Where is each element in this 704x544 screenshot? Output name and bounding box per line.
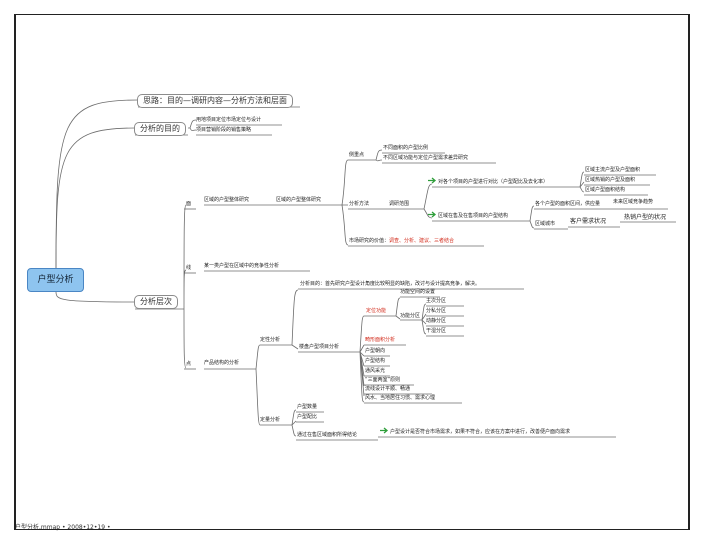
dian-item-4[interactable]: 通风采光 bbox=[365, 368, 386, 374]
topic-levels[interactable]: 分析层次 bbox=[134, 295, 178, 309]
xian-item[interactable]: 某一类户型在区域中的竞争性分析 bbox=[204, 263, 280, 269]
zone-1[interactable]: 主次分区 bbox=[426, 298, 447, 304]
survey-b[interactable]: 区域在售及在售项目的户型结构 bbox=[438, 213, 509, 219]
survey-a-item-1[interactable]: 区域主流户型及户型面积 bbox=[585, 167, 641, 173]
footer-filename: 户型分析.mmap • 2008•12•19 • bbox=[15, 524, 111, 531]
topic-purpose[interactable]: 分析的目的 bbox=[134, 122, 186, 136]
mian-value-red: 调查、分析、建议、三者结合 bbox=[389, 238, 455, 244]
survey-b-2[interactable]: 区域城市 bbox=[535, 221, 556, 227]
dian-item-5[interactable]: “三面两室”原则 bbox=[365, 377, 401, 383]
observe-item-1[interactable]: 不同面积的户型比例 bbox=[383, 145, 429, 151]
zone-2[interactable]: 分私分区 bbox=[426, 308, 447, 314]
quant-item-2[interactable]: 户型配比 bbox=[297, 414, 318, 420]
green-arrow-icon bbox=[428, 177, 437, 184]
mian-regional-research[interactable]: 区域的户型整体研究 bbox=[204, 197, 250, 203]
zone-3[interactable]: 动静分区 bbox=[426, 318, 447, 324]
zone-4[interactable]: 干湿分区 bbox=[426, 328, 447, 334]
survey-b-1-item[interactable]: 未来区域竞争趋势 bbox=[613, 199, 654, 205]
purpose-item-1[interactable]: 用地项目定位市场定位与设计 bbox=[196, 117, 262, 123]
dian-item-3[interactable]: 户型结构 bbox=[365, 358, 386, 364]
green-arrow-icon bbox=[380, 427, 389, 434]
dian-purpose-text[interactable]: 分析目的：首先研究户型设计角度比较明显的缺陷，改讨与设计提高竞争，解决。 bbox=[300, 281, 481, 287]
level-dian[interactable]: 点 bbox=[186, 361, 192, 367]
quant-c[interactable]: 通过在售区域面积所得结论 bbox=[297, 432, 358, 438]
mian-value[interactable]: 市场研究的价值：调查、分析、建议、三者结合 bbox=[349, 238, 454, 245]
dian-item-1[interactable]: 畸形面积分析 bbox=[365, 337, 396, 343]
quant-item-1[interactable]: 户型数量 bbox=[297, 404, 318, 410]
dian-def-sub-1[interactable]: 功能空间的设置 bbox=[400, 289, 436, 295]
dian-product-analysis[interactable]: 产品结构的分析 bbox=[204, 360, 240, 366]
quant-c-item[interactable]: 户型设计是否符合市场需求，如果不符合，应该在方案中进行，改善便户面向需求 bbox=[390, 429, 571, 435]
topic-idea[interactable]: 思路：目的—调研内容—分析方法和层面 bbox=[137, 94, 293, 108]
dian-item-7[interactable]: 风水、当地居住习惯、需求心理 bbox=[365, 395, 436, 401]
purpose-item-2[interactable]: 项目营销阶段的销售策略 bbox=[196, 127, 252, 133]
dian-building-analysis[interactable]: 楼盘户型项目分析 bbox=[299, 344, 340, 350]
mian-survey[interactable]: 调研范围 bbox=[389, 201, 410, 207]
survey-b-1[interactable]: 各个户型的面积区间，供应量 bbox=[535, 201, 601, 207]
central-topic[interactable]: 户型分析 bbox=[27, 268, 84, 292]
dian-quant[interactable]: 定量分析 bbox=[260, 417, 281, 423]
dian-def-sub-2[interactable]: 功能分区 bbox=[400, 313, 421, 319]
observe-item-2[interactable]: 不同区域功能与定位户型需求差异研究 bbox=[383, 155, 469, 161]
level-mian[interactable]: 面 bbox=[186, 201, 192, 207]
dian-qual[interactable]: 定性分析 bbox=[260, 337, 281, 343]
survey-a-item-3[interactable]: 区域户型面积结构 bbox=[585, 187, 626, 193]
green-arrow-icon bbox=[428, 211, 437, 218]
level-xian[interactable]: 线 bbox=[186, 265, 192, 271]
survey-a[interactable]: 对各个项目的户型进行对比（户型配比及去化率） bbox=[438, 179, 549, 185]
survey-a-item-2[interactable]: 区域热销的户型及面积 bbox=[585, 177, 636, 183]
survey-b-2-item[interactable]: 热销户型的状况 bbox=[624, 214, 667, 221]
dian-item-2[interactable]: 户型朝向 bbox=[365, 348, 386, 354]
mian-method[interactable]: 分析方法 bbox=[349, 201, 370, 207]
mian-observe[interactable]: 侧重点 bbox=[349, 152, 365, 158]
mian-value-prefix: 市场研究的价值： bbox=[349, 238, 390, 244]
dian-def-function[interactable]: 定位功能 bbox=[366, 308, 387, 314]
mian-overall-research[interactable]: 区域的户型整体研究 bbox=[276, 197, 322, 203]
survey-b-2-mid[interactable]: 客户需求状况 bbox=[570, 218, 607, 225]
dian-item-6[interactable]: 流线设计平顺、畅通 bbox=[365, 386, 411, 392]
